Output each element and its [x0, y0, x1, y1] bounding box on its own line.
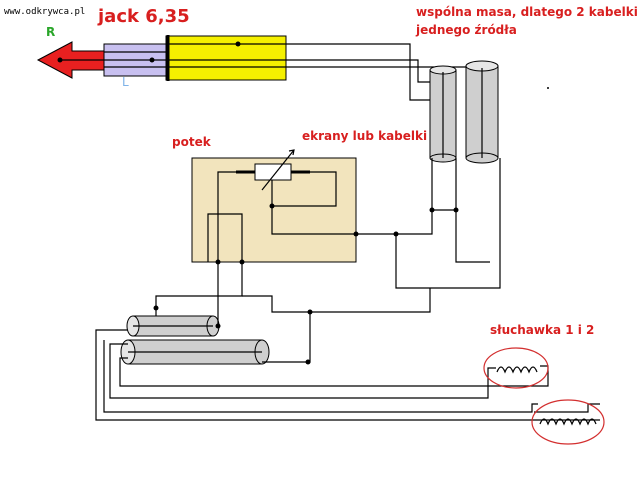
site-label: www.odkrywca.pl	[4, 7, 85, 17]
sluchawka-label: słuchawka 1 i 2	[490, 323, 594, 337]
masa-label-line1: wspólna masa, dlatego 2 kabelki z	[416, 5, 640, 19]
tip-label-r: R	[46, 25, 55, 39]
potentiometer	[254, 163, 292, 181]
shielded-cables-vertical	[429, 60, 499, 164]
pot-to-bottom-cables-wires	[153, 262, 431, 365]
headphone-2	[531, 399, 605, 445]
masa-label-line2: jednego źródła	[415, 23, 517, 37]
pot-box	[191, 149, 359, 265]
headphone-1	[483, 347, 549, 389]
headphone-wires	[95, 329, 600, 421]
jack-plug	[36, 35, 287, 81]
jack-title: jack 6,35	[97, 6, 190, 27]
jack-sleeve-yellow	[165, 35, 287, 81]
pot-to-cables-wires	[356, 158, 501, 289]
ekrany-label: ekrany lub kabelki	[302, 129, 427, 143]
shielded-cables-horizontal	[120, 315, 270, 365]
ring-label-l: L	[122, 75, 129, 89]
potek-label: potek	[172, 135, 212, 149]
